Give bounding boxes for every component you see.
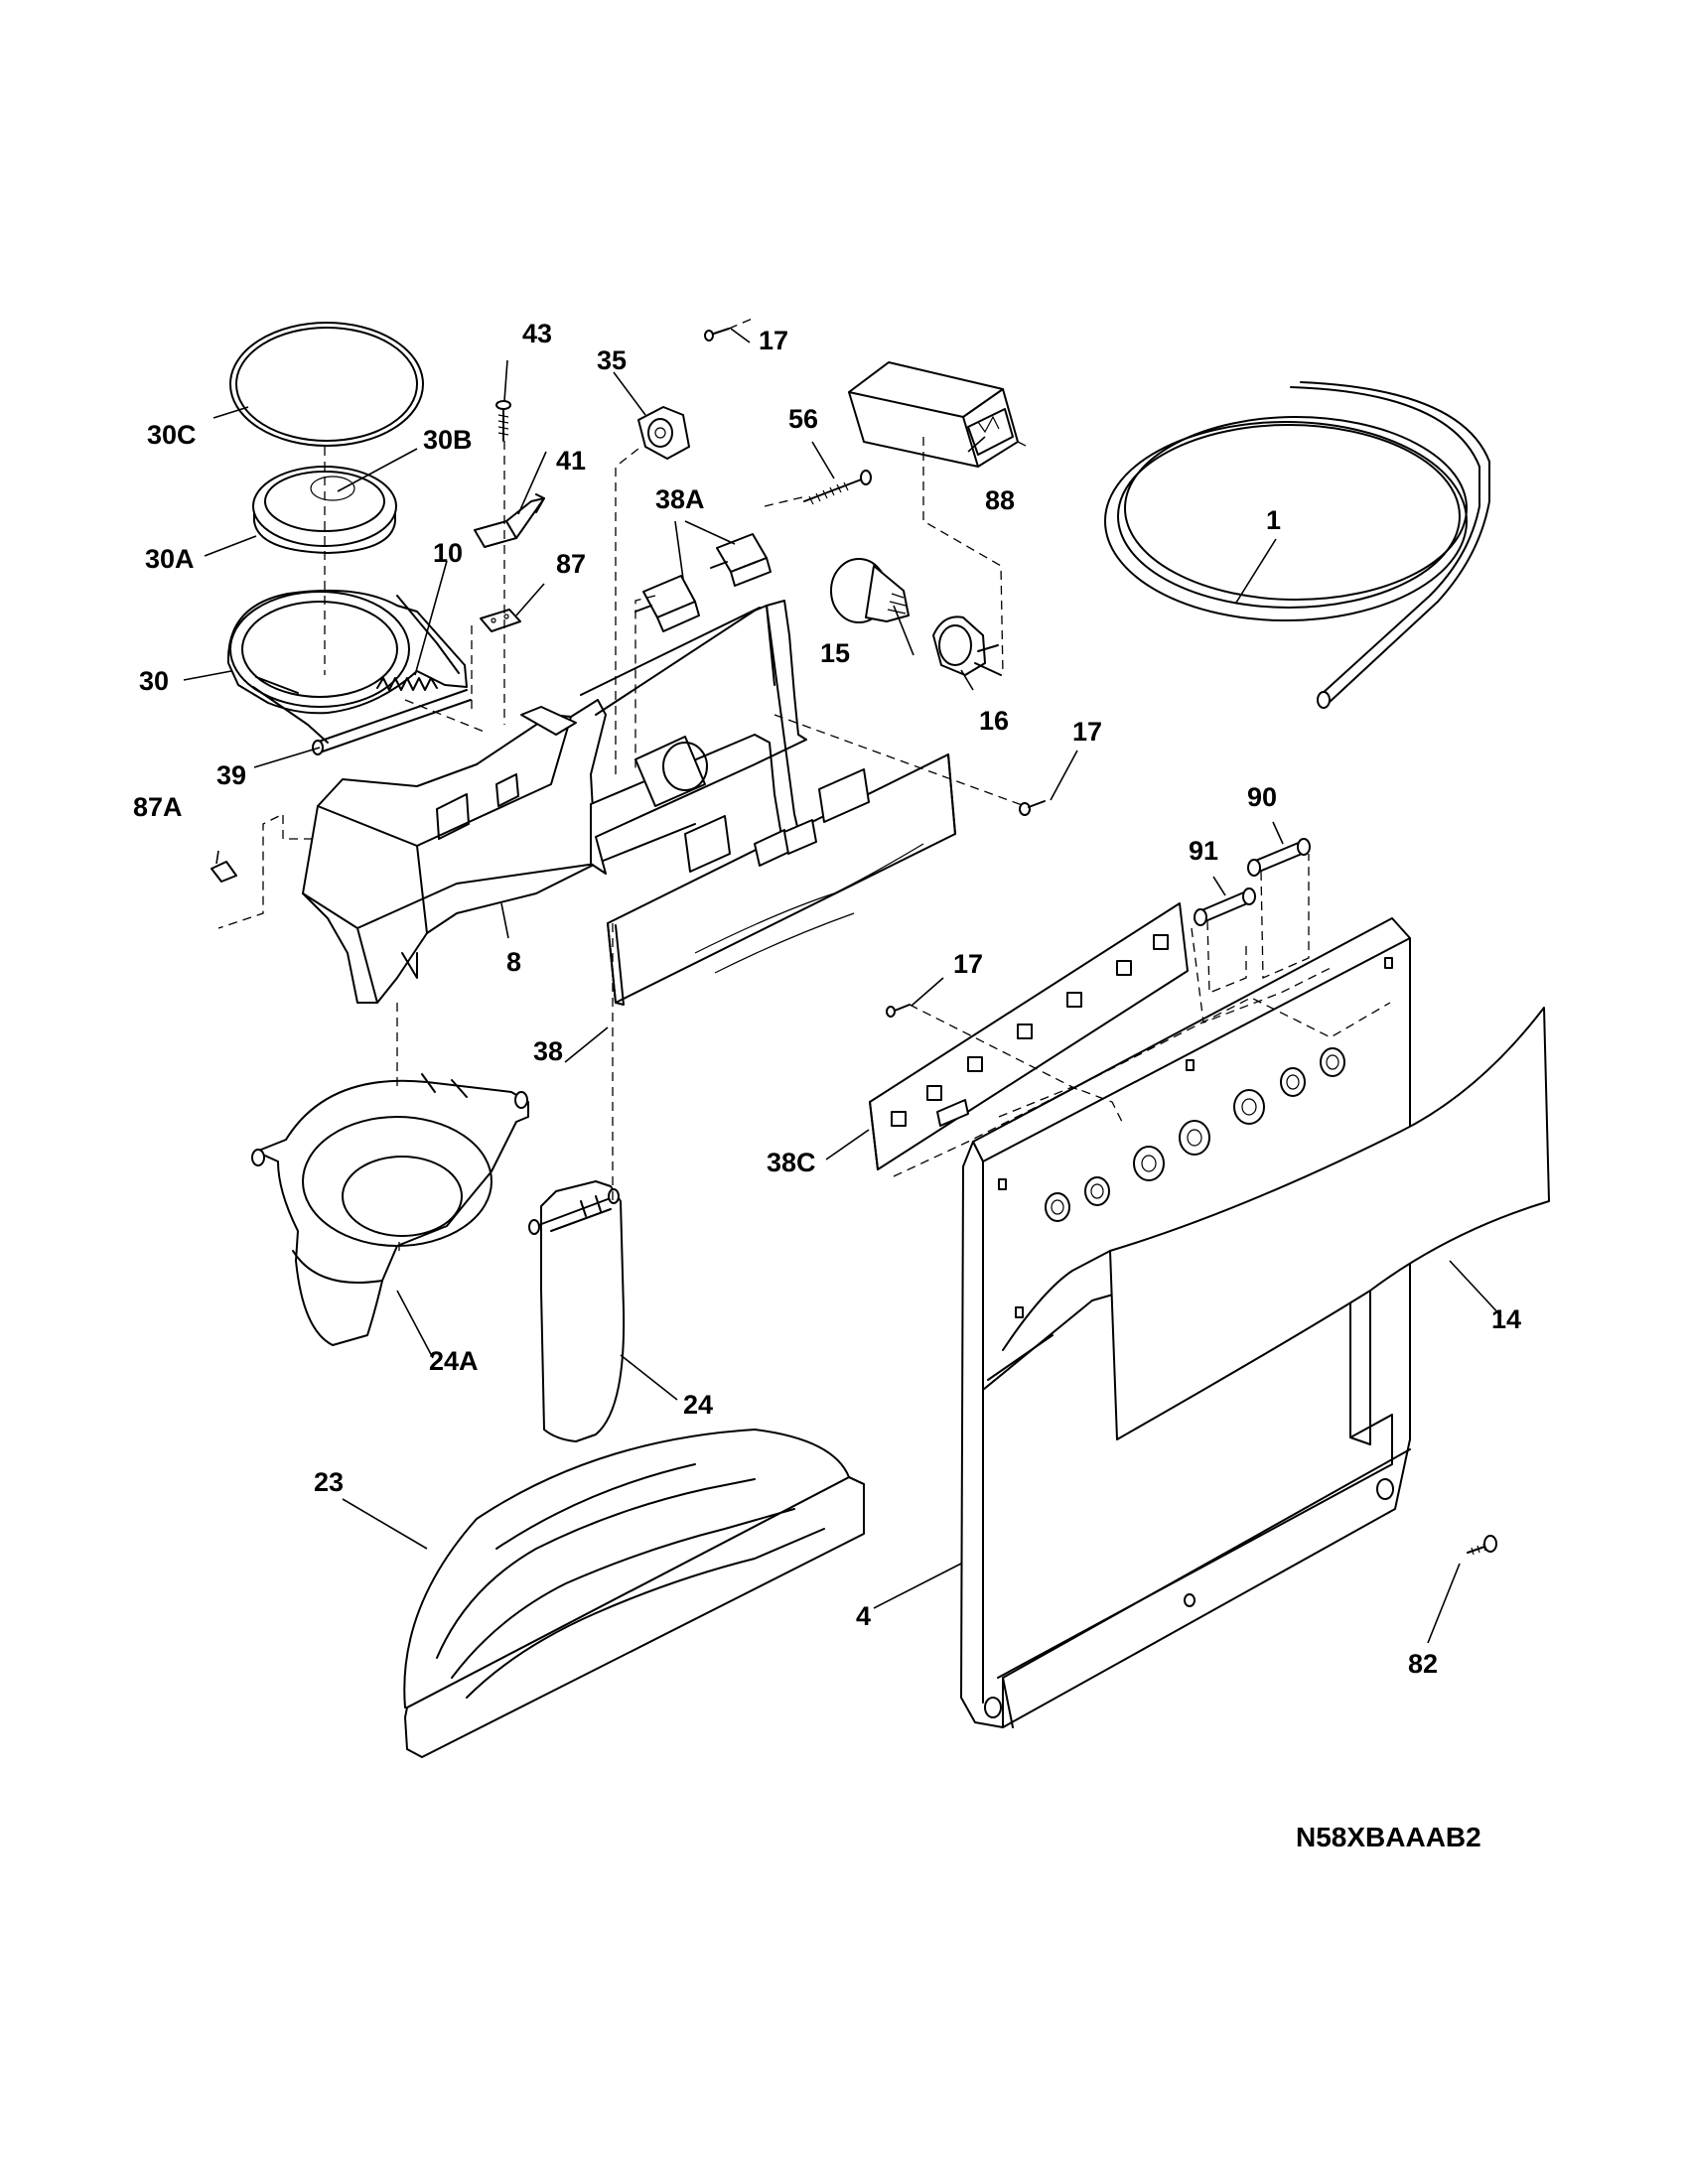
part-41-bracket (474, 493, 545, 548)
callout-17-top: 17 (759, 326, 788, 355)
callout-88: 88 (985, 485, 1015, 515)
callout-41: 41 (556, 446, 586, 476)
callout-91: 91 (1189, 836, 1218, 866)
callout-23: 23 (314, 1467, 344, 1497)
callout-17-lower: 17 (953, 949, 983, 979)
callout-17-right: 17 (1072, 717, 1102, 747)
part-56-screw (803, 470, 872, 505)
callout-labels: 30C 30B 30A 10 30 39 43 41 87 35 17 56 3… (133, 319, 1521, 1679)
part-87a-clip (211, 861, 237, 883)
part-17-screw-top (704, 328, 730, 341)
part-38c-switch-board (869, 902, 1189, 1170)
part-1-tubing-coil (1104, 381, 1490, 709)
callout-24: 24 (683, 1390, 713, 1420)
callout-56: 56 (788, 404, 818, 434)
part-control-housing-frame (580, 600, 807, 875)
part-16-socket (932, 615, 1002, 676)
part-30c-gasket-ring (229, 322, 424, 447)
callout-90: 90 (1247, 782, 1277, 812)
part-10-spring (376, 677, 438, 691)
callout-87a: 87A (133, 792, 183, 822)
callout-4: 4 (856, 1601, 871, 1631)
callout-82: 82 (1408, 1649, 1438, 1679)
callout-39: 39 (216, 760, 246, 790)
callout-38a: 38A (655, 484, 705, 514)
callout-35: 35 (597, 345, 627, 375)
part-23-drip-tray (403, 1429, 865, 1758)
frame-button-holes (1045, 1047, 1345, 1222)
callout-43: 43 (522, 319, 552, 348)
part-87-clip (480, 609, 521, 632)
callout-30a: 30A (145, 544, 195, 574)
callout-38: 38 (533, 1036, 563, 1066)
part-17-screw-lower (886, 1004, 911, 1018)
callout-15: 15 (820, 638, 850, 668)
part-38a-switches (634, 533, 772, 632)
part-35-actuator (637, 406, 690, 460)
part-43-screw (495, 400, 511, 442)
callout-10: 10 (433, 538, 463, 568)
callout-14: 14 (1491, 1304, 1521, 1334)
callout-30: 30 (139, 666, 169, 696)
part-38-control-board (607, 753, 956, 1006)
callout-30b: 30B (423, 425, 473, 455)
assembly-dash-lines (217, 317, 1391, 1251)
diagram-code: N58XBAAAB2 (1296, 1822, 1481, 1852)
callout-38c: 38C (767, 1148, 816, 1177)
part-88-cover-box (848, 361, 1019, 468)
callout-30c: 30C (147, 420, 197, 450)
part-39-rod (312, 689, 472, 755)
part-17-screw-right (1019, 800, 1046, 816)
callout-1: 1 (1266, 505, 1281, 535)
callout-8: 8 (506, 947, 521, 977)
part-14-panel-overlay (1002, 1007, 1550, 1440)
part-15-lamp-bulb (830, 558, 910, 623)
callout-leaders (183, 328, 1502, 1644)
part-30-ring-frame (226, 589, 468, 744)
part-91-button (1194, 887, 1256, 926)
part-90-button (1247, 838, 1311, 877)
part-24a-ice-chute (251, 1073, 529, 1346)
callout-87: 87 (556, 549, 586, 579)
callout-24a: 24A (429, 1346, 479, 1376)
part-24-paddle (528, 1180, 626, 1442)
part-82-screw (1467, 1535, 1497, 1556)
callout-16: 16 (979, 706, 1009, 736)
